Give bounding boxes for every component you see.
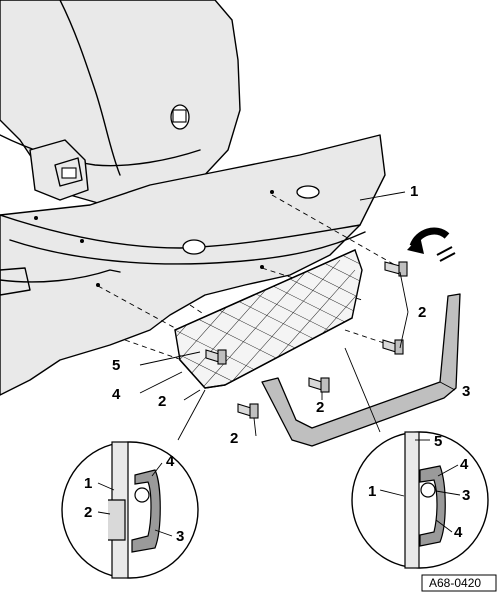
leader-d2-3 — [435, 490, 461, 496]
leader-d1-1 — [97, 482, 115, 491]
leader-4 — [139, 371, 183, 394]
screw-top-right — [384, 261, 408, 277]
detail-right-callout-4b: 4 — [454, 524, 463, 541]
hole-dot-1 — [34, 216, 38, 220]
callout-4: 4 — [112, 386, 121, 403]
hole-dot-4 — [96, 283, 100, 287]
leader-1 — [359, 191, 406, 201]
panel-slot-left — [182, 239, 206, 255]
detail-right-callout-3: 3 — [462, 487, 470, 504]
figure-id: A68-0420 — [429, 576, 481, 590]
leader-d2-4b — [435, 519, 453, 533]
detail-view-left — [61, 389, 206, 579]
leader-2a — [399, 271, 409, 349]
leader-d1-2 — [97, 511, 111, 515]
callout-2d: 2 — [230, 430, 238, 447]
upper-clip — [170, 104, 190, 130]
leader-d1-3 — [154, 529, 173, 537]
screw-center — [308, 377, 330, 393]
leader-3 — [439, 381, 456, 391]
rotation-arrow-icon — [407, 227, 456, 262]
callout-5: 5 — [112, 357, 120, 374]
lower-cover-outline — [0, 269, 121, 283]
screw-mid-right — [382, 339, 404, 355]
detail-left-callout-4: 4 — [166, 453, 175, 470]
screw-lower-left — [237, 403, 259, 419]
callout-2b: 2 — [158, 393, 166, 410]
callout-2c: 2 — [316, 399, 324, 416]
hole-dot-5 — [270, 190, 274, 194]
leader-d2-4a — [437, 464, 459, 477]
upper-panel-ridge — [0, 134, 201, 167]
leader-d1-4 — [151, 462, 163, 477]
leader-5 — [139, 351, 201, 366]
detail-right-callout-5: 5 — [434, 433, 442, 450]
upper-panel-contour — [59, 0, 121, 176]
callout-1: 1 — [410, 183, 418, 200]
detail-right-callout-1: 1 — [368, 483, 376, 500]
latch-bracket — [29, 139, 89, 201]
leader-d2-1 — [379, 489, 405, 497]
detail-view-right — [344, 347, 489, 569]
detail-left-callout-2: 2 — [84, 504, 92, 521]
detail-left-callout-3: 3 — [176, 528, 184, 545]
detail-left-callout-1: 1 — [84, 475, 92, 492]
left-vent — [0, 267, 31, 296]
callout-2a: 2 — [418, 304, 426, 321]
assembly-line-5 — [124, 339, 183, 361]
luggage-floor-panel — [0, 134, 386, 396]
panel-slot-right — [296, 185, 320, 199]
assembly-line-4 — [189, 304, 206, 316]
screw-on-net — [205, 349, 227, 365]
trim-strip — [261, 293, 461, 447]
assembly-line-3 — [97, 285, 176, 329]
floor-panel-edge — [0, 214, 361, 249]
figure-id-box: A68-0420 — [421, 574, 497, 592]
hole-dot-2 — [80, 239, 84, 243]
leader-2b — [183, 389, 201, 401]
leader-2d — [253, 417, 257, 437]
assembly-line-1 — [271, 194, 396, 266]
callout-3: 3 — [462, 383, 470, 400]
floor-panel-lip — [9, 231, 366, 265]
detail-right-callout-4a: 4 — [460, 456, 469, 473]
